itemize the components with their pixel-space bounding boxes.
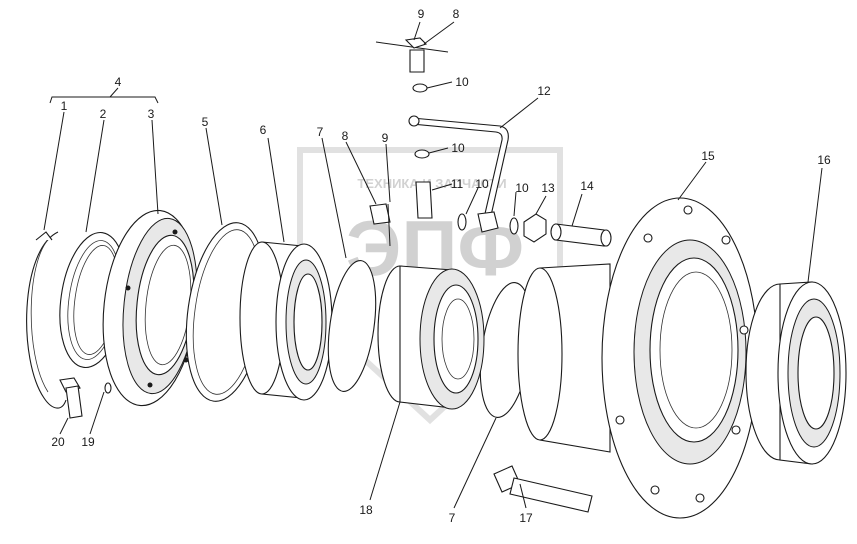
callout-3: 3 <box>148 107 155 121</box>
part-20-bolt <box>59 377 83 419</box>
callout-9-mid: 9 <box>382 131 389 145</box>
bracket-part-4 <box>49 87 159 104</box>
callout-12: 12 <box>537 84 551 98</box>
part-10-washer-a <box>412 83 428 93</box>
callout-5: 5 <box>202 115 209 129</box>
callout-20: 20 <box>51 435 65 449</box>
callout-14: 14 <box>580 179 594 193</box>
part-16-bearing <box>745 281 847 465</box>
callout-4: 4 <box>115 75 122 89</box>
callout-15: 15 <box>701 149 715 163</box>
part-10-washer-c <box>457 213 467 231</box>
callout-10-a: 10 <box>455 75 469 89</box>
part-17-bolt <box>493 465 593 513</box>
part-8-9-mid-pin <box>369 203 391 247</box>
callout-8-top: 8 <box>453 7 460 21</box>
callout-10-c: 10 <box>475 177 489 191</box>
part-12-oil-tube <box>408 115 509 233</box>
callout-10-b: 10 <box>451 141 465 155</box>
watermark-company-text: ТЕХНИКА И ЗАПЧАСТИ <box>357 176 506 191</box>
callout-19: 19 <box>81 435 95 449</box>
part-14-stud <box>550 223 612 247</box>
part-3-flange-cover <box>102 209 198 407</box>
callout-labels: 4 1 2 3 5 6 7 8 9 9 8 10 10 11 10 10 12 … <box>51 7 831 525</box>
part-11-fitting <box>415 181 433 219</box>
part-6-bearing <box>239 241 333 401</box>
part-8-9-top-valve <box>375 37 449 73</box>
part-13-nut <box>523 213 547 243</box>
part-10-washer-d <box>509 217 519 235</box>
callout-18: 18 <box>359 503 373 517</box>
callout-7-top: 7 <box>317 125 324 139</box>
part-18-sleeve-housing <box>377 265 485 410</box>
callout-13: 13 <box>541 181 555 195</box>
callout-10-d: 10 <box>515 181 529 195</box>
leader-lines <box>43 21 823 509</box>
part-15-hub <box>517 197 759 519</box>
part-7-o-ring-left <box>327 260 377 392</box>
callout-2: 2 <box>100 107 107 121</box>
callout-17: 17 <box>519 511 533 525</box>
callout-6: 6 <box>260 123 267 137</box>
part-19-washer <box>104 382 112 394</box>
callout-7-bottom: 7 <box>449 511 456 525</box>
part-1-snap-ring <box>26 231 67 409</box>
callout-1: 1 <box>61 99 68 113</box>
part-10-washer-b <box>414 149 430 159</box>
callout-8-mid: 8 <box>342 129 349 143</box>
callout-16: 16 <box>817 153 831 167</box>
callout-11: 11 <box>451 177 464 191</box>
callout-9-top: 9 <box>418 7 425 21</box>
